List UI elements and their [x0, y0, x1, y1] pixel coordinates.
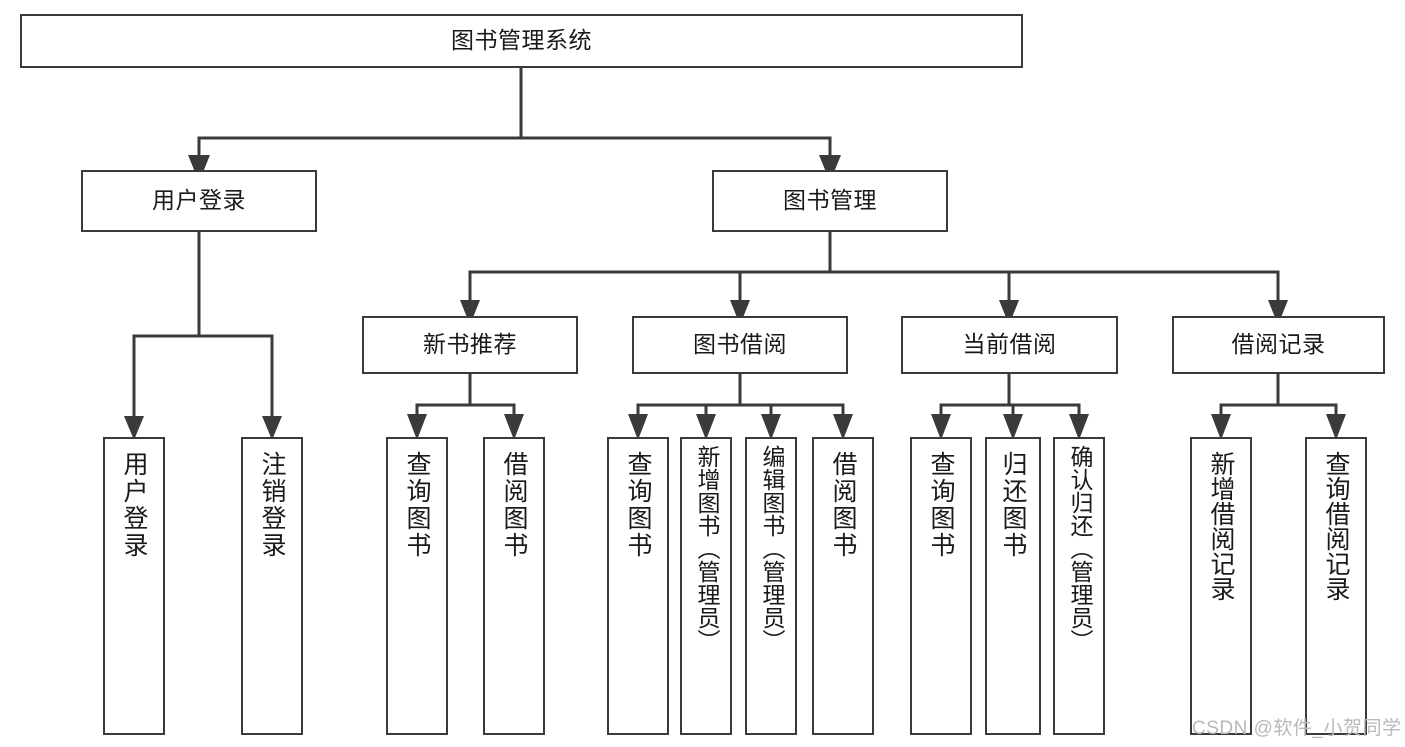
node-borrowing-record[interactable]: 借阅记录 [1172, 316, 1385, 374]
node-leaf-return-book[interactable]: 归还图书 [985, 437, 1041, 735]
node-leaf-query-borrow-record[interactable]: 查询借阅记录 [1305, 437, 1367, 735]
node-user-login[interactable]: 用户登录 [81, 170, 317, 232]
node-leaf-borrow-book-2[interactable]: 借阅图书 [812, 437, 874, 735]
node-leaf-add-borrow-record[interactable]: 新增借阅记录 [1190, 437, 1252, 735]
node-leaf-confirm-return-admin[interactable]: 确认归还（管理员） [1053, 437, 1105, 735]
node-label: 图书管理系统 [451, 27, 592, 54]
node-book-management[interactable]: 图书管理 [712, 170, 948, 232]
node-label: 借阅记录 [1231, 331, 1326, 358]
csdn-watermark: CSDN @软件_小贺同学 [1192, 718, 1402, 739]
node-label: 用户登录 [120, 451, 148, 559]
node-leaf-query-book-3[interactable]: 查询图书 [910, 437, 972, 735]
node-root-system[interactable]: 图书管理系统 [20, 14, 1023, 68]
node-label: 图书借阅 [693, 331, 787, 358]
node-label: 查询图书 [403, 451, 431, 559]
node-label: 确认归还（管理员） [1066, 445, 1093, 652]
node-label: 归还图书 [999, 451, 1027, 559]
node-label: 新增借阅记录 [1207, 451, 1235, 601]
node-label: 当前借阅 [962, 331, 1057, 358]
node-label: 用户登录 [152, 187, 246, 214]
node-label: 注销登录 [258, 451, 286, 559]
node-label: 新增图书（管理员） [693, 445, 720, 652]
node-leaf-edit-book-admin[interactable]: 编辑图书（管理员） [745, 437, 797, 735]
node-new-book-recommendation[interactable]: 新书推荐 [362, 316, 578, 374]
node-label: 新书推荐 [423, 331, 517, 358]
node-label: 借阅图书 [500, 451, 528, 559]
node-leaf-logout[interactable]: 注销登录 [241, 437, 303, 735]
node-label: 查询图书 [624, 451, 652, 559]
node-label: 图书管理 [783, 187, 877, 214]
node-leaf-borrow-book-1[interactable]: 借阅图书 [483, 437, 545, 735]
node-label: 查询借阅记录 [1322, 451, 1350, 601]
node-leaf-query-book-1[interactable]: 查询图书 [386, 437, 448, 735]
node-leaf-query-book-2[interactable]: 查询图书 [607, 437, 669, 735]
node-label: 借阅图书 [829, 451, 857, 559]
node-label: 查询图书 [927, 451, 955, 559]
node-book-borrowing[interactable]: 图书借阅 [632, 316, 848, 374]
node-leaf-user-login[interactable]: 用户登录 [103, 437, 165, 735]
node-label: 编辑图书（管理员） [758, 445, 785, 652]
node-current-borrowing[interactable]: 当前借阅 [901, 316, 1118, 374]
node-leaf-add-book-admin[interactable]: 新增图书（管理员） [680, 437, 732, 735]
